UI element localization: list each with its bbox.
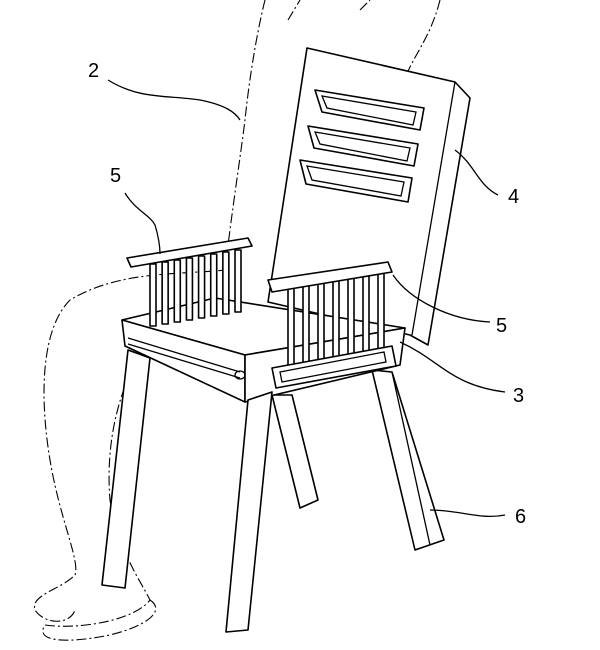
backrest	[267, 47, 471, 346]
label-armrest-left: 5	[110, 165, 122, 187]
left-armrest	[126, 237, 253, 327]
front-left-leg	[101, 349, 151, 589]
spindle	[287, 287, 295, 377]
leader-lines	[107, 79, 506, 518]
right-armrest	[267, 261, 397, 389]
front-right-leg	[225, 391, 273, 633]
spindle	[149, 263, 157, 327]
spindle	[377, 271, 385, 361]
label-seat: 3	[513, 385, 525, 407]
rear-left-leg	[271, 394, 319, 509]
spindle	[317, 281, 325, 372]
spindle	[185, 257, 194, 321]
spindle	[332, 279, 340, 369]
spindle	[347, 276, 355, 367]
spindle	[222, 251, 230, 315]
spindle	[209, 253, 218, 317]
spindle	[161, 261, 169, 325]
spindle	[362, 273, 370, 364]
label-backrest: 4	[508, 186, 520, 208]
label-person: 2	[88, 60, 100, 82]
label-leg: 6	[515, 506, 527, 528]
label-armrest-right: 5	[496, 315, 508, 337]
spindle	[302, 284, 310, 375]
rear-right-leg	[371, 369, 445, 551]
spindle	[234, 249, 242, 313]
spindle	[173, 259, 182, 323]
spindle	[197, 255, 206, 319]
